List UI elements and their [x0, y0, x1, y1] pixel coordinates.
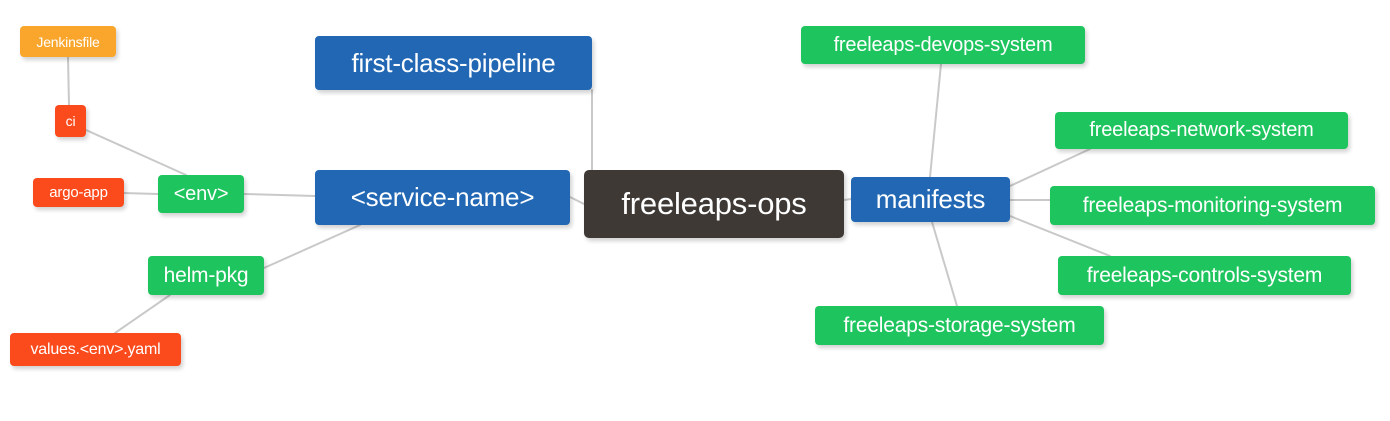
edge-helm-pkg-to-values-yaml	[114, 294, 171, 334]
node-manifests[interactable]: manifests	[851, 177, 1010, 222]
edge-root-to-manifests	[843, 198, 852, 201]
node-first-class[interactable]: first-class-pipeline	[315, 36, 592, 90]
node-root[interactable]: freeleaps-ops	[584, 170, 844, 238]
edge-env-to-ci	[85, 129, 187, 176]
node-service-name[interactable]: <service-name>	[315, 170, 570, 225]
edge-manifests-to-devops-system	[929, 63, 942, 178]
node-storage-system[interactable]: freeleaps-storage-system	[815, 306, 1104, 345]
node-env[interactable]: <env>	[158, 175, 244, 213]
node-jenkinsfile[interactable]: Jenkinsfile	[20, 26, 116, 57]
node-controls-system[interactable]: freeleaps-controls-system	[1058, 256, 1351, 295]
edge-service-name-to-env	[243, 193, 316, 197]
edge-manifests-to-network-system	[1009, 148, 1091, 187]
node-ci[interactable]: ci	[55, 105, 86, 137]
edge-root-to-service-name	[569, 196, 585, 205]
edge-env-to-argo-app	[123, 192, 159, 195]
node-helm-pkg[interactable]: helm-pkg	[148, 256, 264, 295]
node-monitoring-system[interactable]: freeleaps-monitoring-system	[1050, 186, 1375, 225]
node-values-yaml[interactable]: values.<env>.yaml	[10, 333, 181, 366]
node-argo-app[interactable]: argo-app	[33, 178, 124, 207]
node-devops-system[interactable]: freeleaps-devops-system	[801, 26, 1085, 64]
node-network-system[interactable]: freeleaps-network-system	[1055, 112, 1348, 149]
edge-ci-to-jenkinsfile	[67, 56, 70, 106]
edge-manifests-to-storage-system	[931, 221, 958, 307]
edge-service-name-to-helm-pkg	[263, 224, 361, 269]
